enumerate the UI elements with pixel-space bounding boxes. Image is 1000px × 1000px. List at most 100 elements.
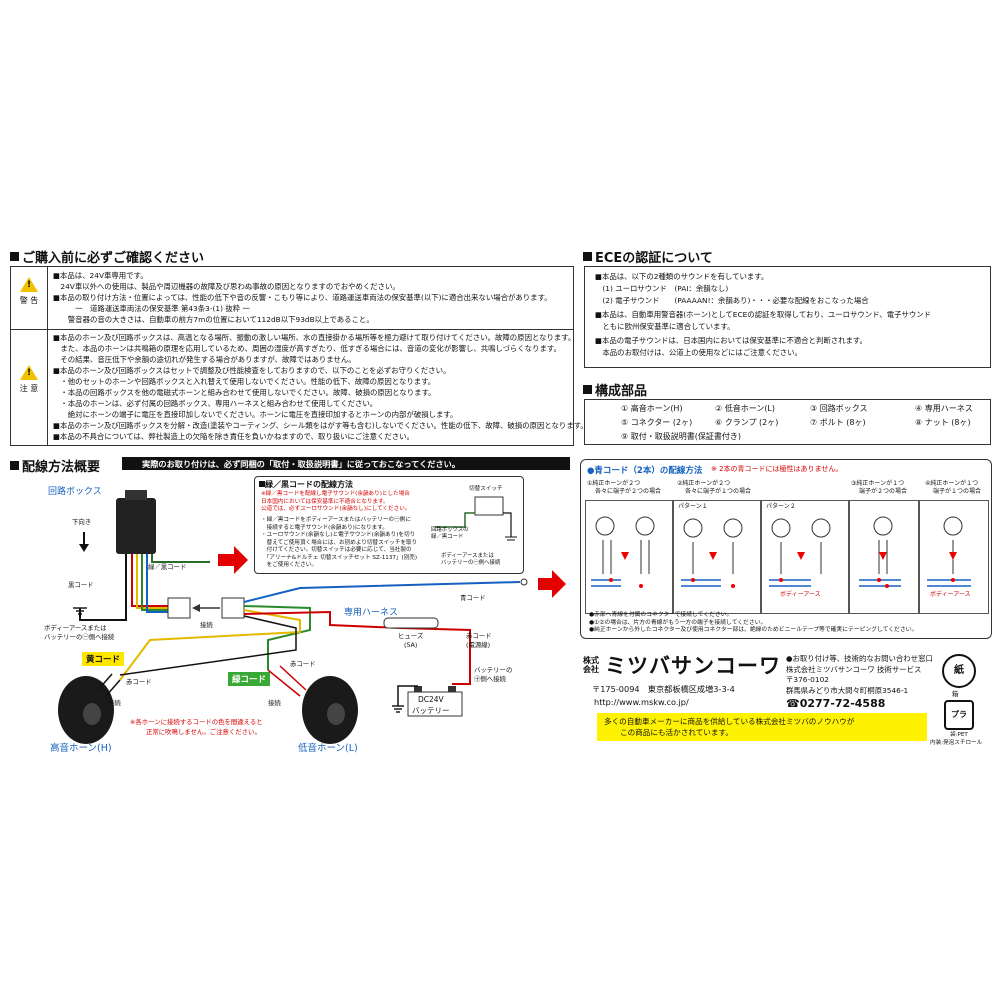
yellow-cord-tag: 黄コード bbox=[82, 652, 125, 666]
paper-recycle-icon: 紙 bbox=[942, 654, 976, 688]
gb-line: 接続すると電子サウンド(余韻あり)になります。 bbox=[261, 524, 388, 531]
body-earth-label: ボディーアースまたは bbox=[44, 624, 107, 632]
blue-wire bbox=[927, 579, 971, 587]
wiring-diagram bbox=[58, 490, 566, 744]
down-arrow-red bbox=[949, 552, 957, 560]
down-arrowhead bbox=[79, 544, 89, 552]
low-horn-center bbox=[327, 703, 345, 725]
horn-note: ※各ホーンに接続するコードの色を間違えると bbox=[130, 718, 263, 726]
paper-recycle-text: 紙 bbox=[954, 665, 964, 676]
battery-label-2: バッテリー bbox=[412, 706, 450, 715]
blue-cord-label: 青コード bbox=[460, 594, 486, 602]
down-label: 下向き bbox=[72, 518, 92, 526]
gb-red-line: ※緑／黒コードを配線し電子サウンド(余韻あり)とした場合 bbox=[261, 491, 410, 497]
gb-method-box: 緑／黒コードの配線方法 ※緑／黒コードを配線し電子サウンド(余韻あり)とした場合… bbox=[254, 476, 524, 574]
body-earth-label: ボディーアース bbox=[780, 591, 821, 598]
caution-line: ■本品の不具合については、弊社製造上の欠陥を除き責任を負いかねますので、取り扱い… bbox=[53, 432, 414, 441]
pattern-heading: 各々に端子が１つの場合 bbox=[685, 488, 752, 495]
high-horn-label: 高音ホーン(H) bbox=[50, 743, 112, 754]
square-icon bbox=[583, 252, 592, 261]
parts-title: 構成部品 bbox=[583, 380, 647, 399]
red-point bbox=[877, 578, 881, 582]
contact-line: 群馬県みどり市大間々町桐原3546-1 bbox=[786, 685, 909, 695]
circuit-box-label: 回路ボックス bbox=[48, 487, 102, 497]
purchase-box: ! 警 告 ■本品は、24V車専用です。 24V車以外への使用は、製品や周辺機器… bbox=[10, 266, 588, 446]
blue-wire bbox=[769, 579, 811, 587]
contact-line: ●お取り付け等、技術的なお問い合わせ窓口 bbox=[786, 654, 933, 663]
horn-icon bbox=[873, 516, 893, 536]
gb-line: をご使用ください。 bbox=[261, 562, 317, 568]
gb-notes: ・緑／黒コードをボディーアースまたはバッテリーの㊀側に 接続すると電子サウンド(… bbox=[261, 517, 417, 570]
horn-icon bbox=[723, 518, 743, 538]
ece-line: 本品のお取付けは、公道上の使用などにはご注意ください。 bbox=[595, 348, 802, 357]
red-power-label-2: (電源線) bbox=[466, 641, 491, 649]
pattern-heading: ②純正ホーンが２つ bbox=[677, 480, 731, 487]
wire-red-box bbox=[131, 554, 168, 607]
pattern-diagrams bbox=[591, 516, 971, 588]
parts-title-text: 構成部品 bbox=[595, 384, 648, 399]
horn-icon bbox=[595, 516, 615, 536]
body-earth-label: ボディーアース bbox=[930, 591, 971, 598]
connector-right bbox=[221, 597, 245, 619]
switch-wire-in bbox=[435, 512, 475, 528]
ece-text: ■本品は、以下の2種類のサウンドを有しています。 (1) ユーロサウンド (PA… bbox=[595, 271, 931, 359]
down-arrow-red bbox=[879, 552, 887, 560]
low-horn-label: 低音ホーン(L) bbox=[298, 743, 358, 754]
down-arrow-red bbox=[797, 552, 805, 560]
parts-item: ⑨ 取付・取扱説明書(保証書付き) bbox=[621, 432, 741, 441]
red-power-label: 赤コード bbox=[466, 632, 492, 640]
blue-footnotes: ●赤部へ青線を付属のコネクターで接続してください。 ●①②の場合は、片方の青線が… bbox=[589, 612, 917, 635]
fuse bbox=[383, 617, 439, 629]
from-box-label: 回路ボックスの bbox=[431, 527, 469, 533]
red-point bbox=[885, 584, 889, 588]
pattern1-label: パターン１ bbox=[678, 503, 708, 510]
gb-earth-label-2: バッテリーの㊀側へ接続 bbox=[441, 560, 501, 566]
battery-conn-label: バッテリーの bbox=[474, 666, 513, 674]
caution-text: ■本品のホーン及び回路ボックスは、高温となる場所、振動の激しい場所、水の直接掛か… bbox=[53, 332, 588, 442]
parts-item: ③ 回路ボックス bbox=[810, 404, 868, 413]
pattern-heading: ④純正ホーンが１つ bbox=[925, 480, 979, 487]
horn-icon bbox=[683, 518, 703, 538]
battery-conn-label-2: ㊉側へ接続 bbox=[474, 675, 506, 683]
warning-icon: ! bbox=[20, 277, 38, 292]
gb-red-notes: ※緑／黒コードを配線し電子サウンド(余韻あり)とした場合 日本国内においては保安… bbox=[261, 491, 410, 514]
green-black-label: 緑／黒コード bbox=[148, 563, 187, 571]
company-kaisha-text: 会社 bbox=[583, 665, 599, 674]
connector-left bbox=[167, 597, 191, 619]
square-icon bbox=[10, 252, 19, 261]
ece-title-text: ECEの認証について bbox=[595, 251, 713, 266]
warning-line: 24V車以外への使用は、製品や周辺機器の故障及び思わぬ事故の原因となりますのでお… bbox=[53, 282, 400, 291]
pattern-heading: 端子が１つの場合 bbox=[933, 488, 982, 495]
parts-item: ① 高音ホーン(H) bbox=[621, 404, 683, 413]
warning-line: ■本品は、24V車専用です。 bbox=[53, 271, 148, 280]
ece-line: (2) 電子サウンド (PAAAAN!：余韻あり)・・・必要な配線をおこなった場… bbox=[595, 296, 869, 305]
pattern-heading: 各々に端子が２つの場合 bbox=[595, 488, 662, 495]
down-arrow-red bbox=[621, 552, 629, 560]
pattern-heading: 端子が２つの場合 bbox=[859, 488, 908, 495]
fuse-label: ヒューズ bbox=[398, 632, 424, 640]
plastic-recycle-sub-2: 内装:発泡スチロール bbox=[930, 740, 983, 746]
company-url[interactable]: http://www.mskw.co.jp/ bbox=[594, 697, 689, 707]
contact-line: 〒376-0102 bbox=[786, 675, 829, 684]
low-horn-wires bbox=[267, 665, 307, 697]
slogan-band bbox=[597, 713, 927, 741]
red-point bbox=[731, 584, 735, 588]
blue-footnote: ●赤部へ青線を付属のコネクターで接続してください。 bbox=[589, 612, 733, 618]
blue-method-note: ※ 2本の青コードには極性はありません。 bbox=[711, 465, 843, 473]
horn-note-2: 正常に吹鳴しません。ご注意ください。 bbox=[146, 728, 261, 736]
gb-earth-label: ボディーアースまたは bbox=[441, 553, 494, 559]
blue-wire bbox=[591, 579, 621, 587]
horn-icon bbox=[943, 516, 963, 536]
wire-blue-box bbox=[146, 554, 168, 613]
contact-line: 株式会社ミツバサンコーワ 技術サービス bbox=[786, 664, 922, 674]
blue-cord-end bbox=[520, 578, 528, 586]
harness-label: 専用ハーネス bbox=[344, 608, 399, 618]
company-kabu-text: 株式 bbox=[583, 656, 599, 665]
gb-red-line: 日本国内においては保安基準に不適合となります。 bbox=[261, 498, 389, 505]
battery-terminal-neg bbox=[414, 686, 422, 692]
wire-green-black bbox=[151, 554, 210, 563]
warning-line: ■本品の取り付け方法・位置によっては、性能の低下や音の反響・こもり等により、道路… bbox=[53, 293, 552, 302]
warning-line: 一 道路運送車両法の保安基準 第43条3-(1) 抜粋 一 bbox=[53, 304, 250, 313]
wiring-banner-text: 実際のお取り付けは、必ず同梱の「取付・取扱説明書」に従っておこなってください。 bbox=[142, 459, 461, 469]
red-arrow-1 bbox=[218, 546, 248, 574]
